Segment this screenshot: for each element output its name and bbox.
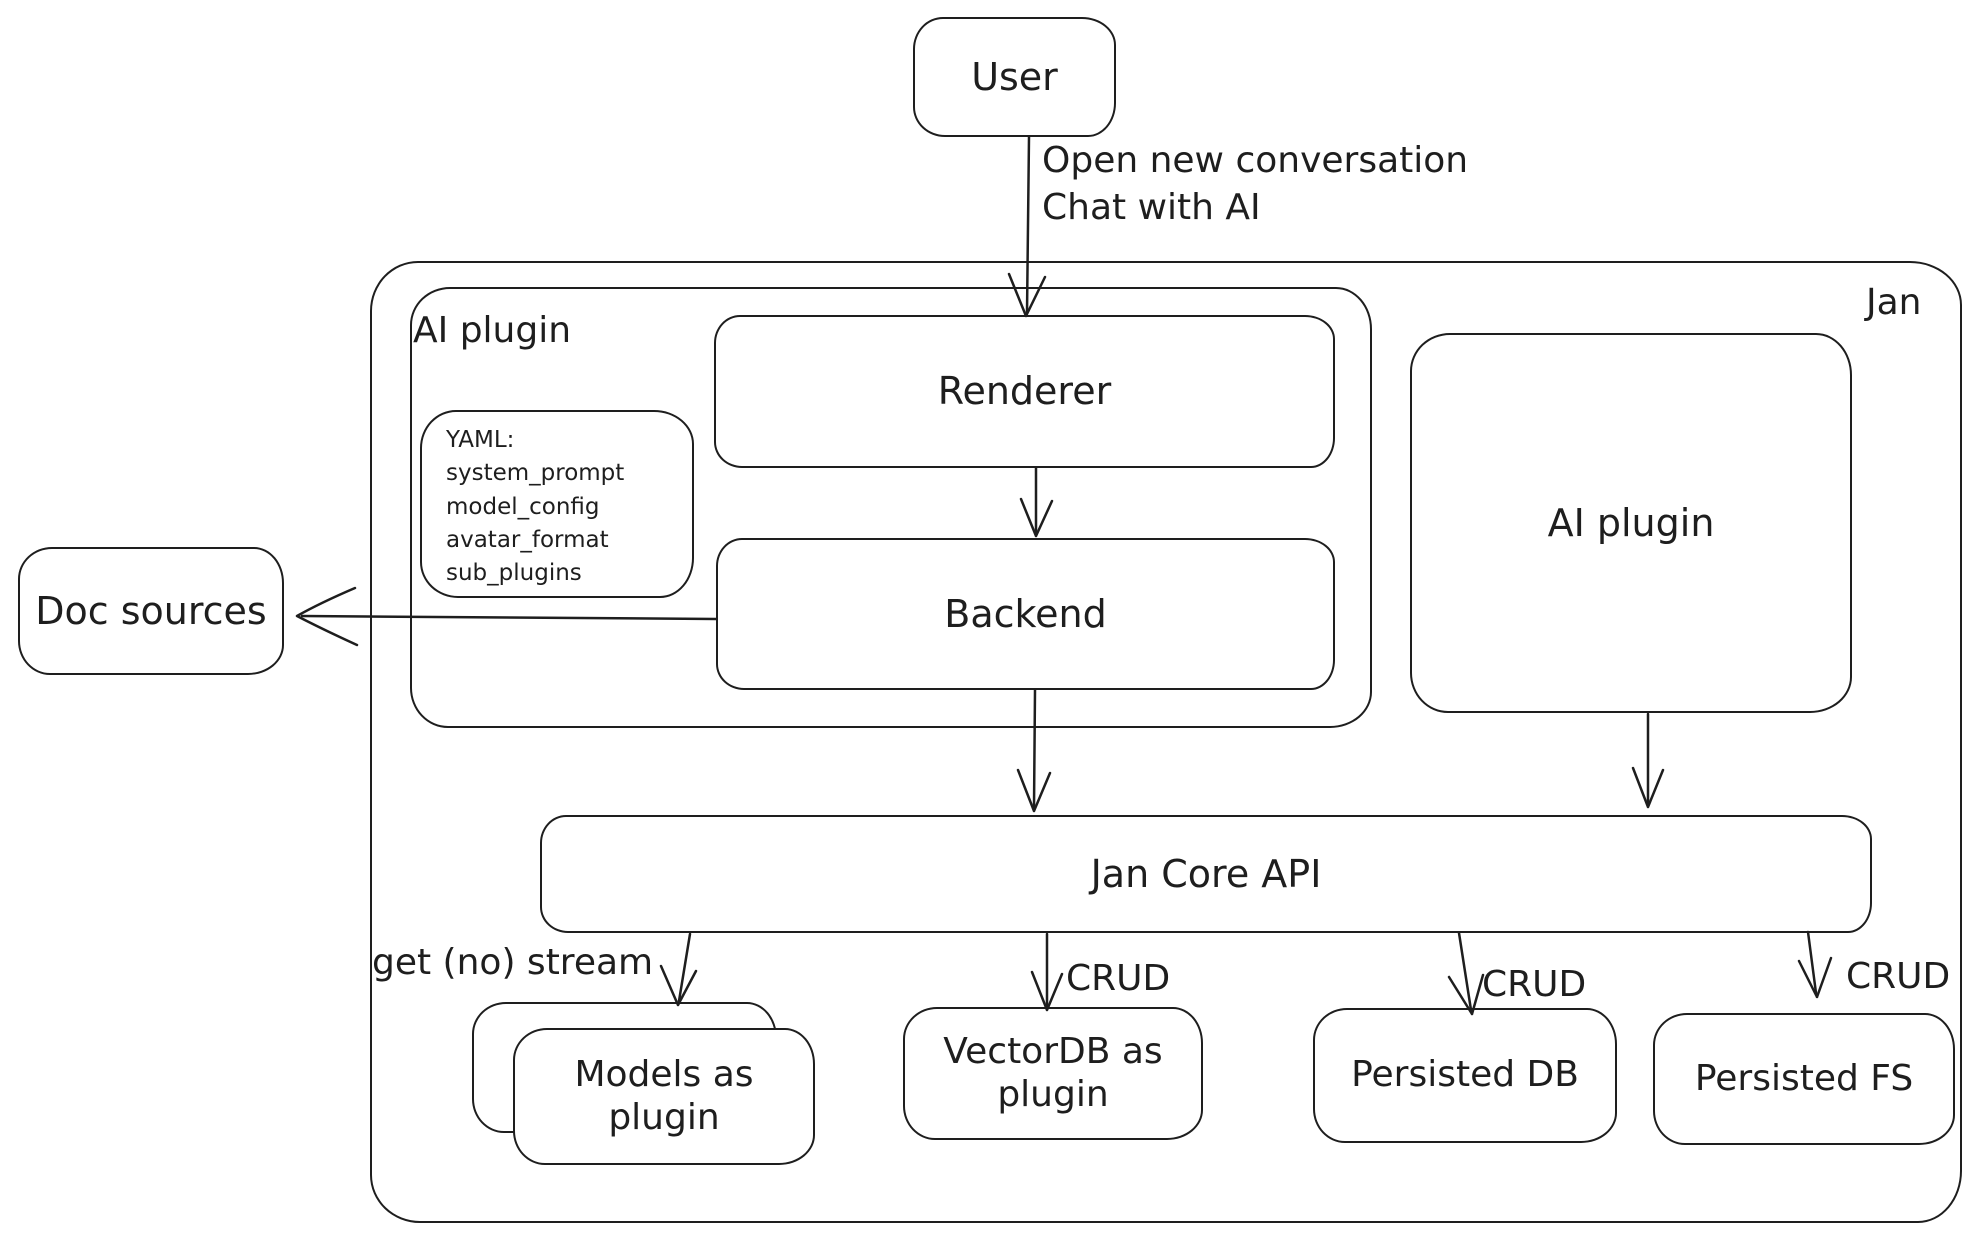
node-jan-core-api-label: Jan Core API <box>1090 851 1322 896</box>
node-vectordb-plugin: VectorDB as plugin <box>903 1007 1203 1140</box>
node-models-plugin-label-line2: plugin <box>608 1096 720 1138</box>
node-models-plugin: Models as plugin <box>513 1028 815 1165</box>
node-backend: Backend <box>716 538 1335 690</box>
node-renderer-label: Renderer <box>937 369 1112 414</box>
node-doc-sources: Doc sources <box>18 547 284 675</box>
yaml-note-line: model_config <box>446 493 600 520</box>
node-user-label: User <box>971 54 1058 99</box>
node-persisted-fs: Persisted FS <box>1653 1013 1955 1145</box>
node-persisted-fs-label: Persisted FS <box>1694 1057 1914 1099</box>
yaml-note-line: YAML: <box>446 427 515 453</box>
node-renderer: Renderer <box>714 315 1335 468</box>
edge-label-user-renderer: Open new conversation Chat with AI <box>1042 138 1468 232</box>
container-jan <box>370 261 1962 1223</box>
node-models-plugin-label-line1: Models as <box>574 1054 754 1096</box>
container-ai-plugin <box>410 287 1372 728</box>
yaml-note-line: sub_plugins <box>446 560 582 587</box>
node-vectordb-plugin-label-line2: plugin <box>997 1073 1109 1115</box>
node-jan-core-api: Jan Core API <box>540 815 1872 933</box>
node-persisted-db-label: Persisted DB <box>1351 1054 1579 1096</box>
edge-label-get-no-stream: get (no) stream <box>372 942 654 983</box>
node-ai-plugin-right-label: AI plugin <box>1547 500 1715 545</box>
node-yaml-note: YAML: system_prompt model_config avatar_… <box>420 410 694 598</box>
node-vectordb-plugin-label-line1: VectorDB as <box>943 1031 1163 1073</box>
edge-label-crud-persisted-fs: CRUD <box>1846 956 1951 997</box>
edge-label-user-renderer-line1: Open new conversation <box>1042 140 1469 181</box>
node-ai-plugin-right: AI plugin <box>1410 333 1852 713</box>
node-backend-label: Backend <box>944 591 1107 636</box>
container-ai-plugin-label: AI plugin <box>413 310 572 351</box>
yaml-note-line: system_prompt <box>446 460 625 487</box>
edge-label-user-renderer-line2: Chat with AI <box>1042 186 1261 228</box>
edge-label-crud-vectordb: CRUD <box>1066 958 1171 999</box>
edge-label-crud-persisted-db: CRUD <box>1482 964 1587 1005</box>
node-user: User <box>913 17 1116 137</box>
yaml-note-line: avatar_format <box>446 527 609 554</box>
container-jan-label: Jan <box>1866 282 1922 323</box>
node-persisted-db: Persisted DB <box>1313 1008 1617 1143</box>
node-doc-sources-label: Doc sources <box>35 588 267 633</box>
